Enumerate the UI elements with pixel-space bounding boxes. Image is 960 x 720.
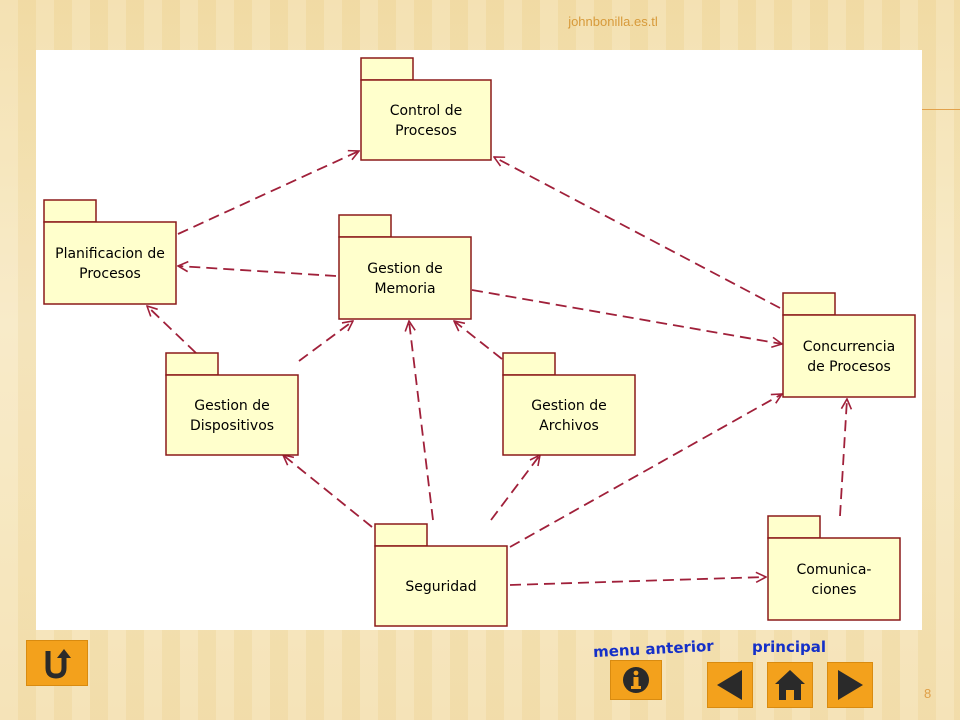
- package-planificacion: Planificacion de Procesos: [43, 199, 177, 305]
- dependency-seguridad-to-concurrencia: [509, 394, 782, 548]
- home-button[interactable]: [767, 662, 813, 708]
- package-tab: [360, 57, 414, 81]
- dependency-dispositivos-to-planificacion: [147, 306, 197, 354]
- package-memoria: Gestion de Memoria: [338, 214, 472, 320]
- package-label: Seguridad: [405, 579, 476, 595]
- package-tab: [767, 515, 821, 539]
- accent-line: [922, 109, 960, 110]
- dependency-concurrencia-to-control: [494, 157, 781, 309]
- package-label: ciones: [812, 582, 857, 598]
- menu-anterior-link[interactable]: menu anterior: [592, 636, 715, 662]
- package-concurrencia: Concurrencia de Procesos: [782, 292, 916, 398]
- package-body: [502, 374, 636, 456]
- dependency-seguridad-to-archivos: [490, 455, 540, 521]
- package-label: Memoria: [374, 281, 435, 297]
- package-label: Gestion de: [531, 398, 607, 414]
- package-label: Dispositivos: [190, 418, 274, 434]
- dependency-dispositivos-to-memoria: [298, 321, 353, 362]
- package-tab: [782, 292, 836, 316]
- dependency-seguridad-to-memoria: [409, 321, 434, 521]
- package-tab: [374, 523, 428, 547]
- home-icon: [775, 670, 805, 700]
- dependency-memoria-to-planificacion: [178, 266, 337, 277]
- return-icon: [45, 649, 71, 679]
- dependency-planificacion-to-control: [177, 151, 359, 235]
- package-label: Concurrencia: [803, 339, 895, 355]
- package-label: de Procesos: [807, 359, 891, 375]
- package-tab: [338, 214, 392, 238]
- package-body: [782, 314, 916, 398]
- package-dispositivos: Gestion de Dispositivos: [165, 352, 299, 456]
- next-button[interactable]: [827, 662, 873, 708]
- next-icon: [838, 670, 863, 700]
- package-tab: [165, 352, 219, 376]
- package-body: [360, 79, 492, 161]
- package-label: Planificacion de: [55, 246, 165, 262]
- package-label: Archivos: [539, 418, 599, 434]
- previous-button[interactable]: [707, 662, 753, 708]
- dependency-archivos-to-memoria: [454, 321, 503, 360]
- package-tab: [502, 352, 556, 376]
- package-seguridad: Seguridad: [374, 523, 508, 627]
- previous-icon: [717, 670, 742, 700]
- principal-link[interactable]: principal: [752, 638, 826, 656]
- package-body: [767, 537, 901, 621]
- package-label: Control de: [390, 103, 463, 119]
- package-body: [374, 545, 508, 627]
- watermark: johnbonilla.es.tl: [568, 14, 658, 29]
- dependency-memoria-to-concurrencia: [471, 289, 782, 344]
- package-control: Control de Procesos: [360, 57, 492, 161]
- package-label: Procesos: [79, 266, 141, 282]
- info-icon: [623, 667, 649, 693]
- package-comunicaciones: Comunica-ciones: [767, 515, 901, 621]
- dependency-seguridad-to-comunicaciones: [509, 577, 766, 586]
- package-label: Gestion de: [367, 261, 443, 277]
- dependency-comunicaciones-to-concurrencia: [839, 399, 847, 517]
- package-label: Procesos: [395, 123, 457, 139]
- package-label: Gestion de: [194, 398, 270, 414]
- package-body: [338, 236, 472, 320]
- package-tab: [43, 199, 97, 223]
- return-button[interactable]: [26, 640, 88, 686]
- package-archivos: Gestion de Archivos: [502, 352, 636, 456]
- package-body: [43, 221, 177, 305]
- page-number: 8: [924, 686, 932, 701]
- dependency-seguridad-to-dispositivos: [283, 455, 373, 528]
- package-label: Comunica-: [797, 562, 872, 578]
- package-body: [165, 374, 299, 456]
- info-button[interactable]: [610, 660, 662, 700]
